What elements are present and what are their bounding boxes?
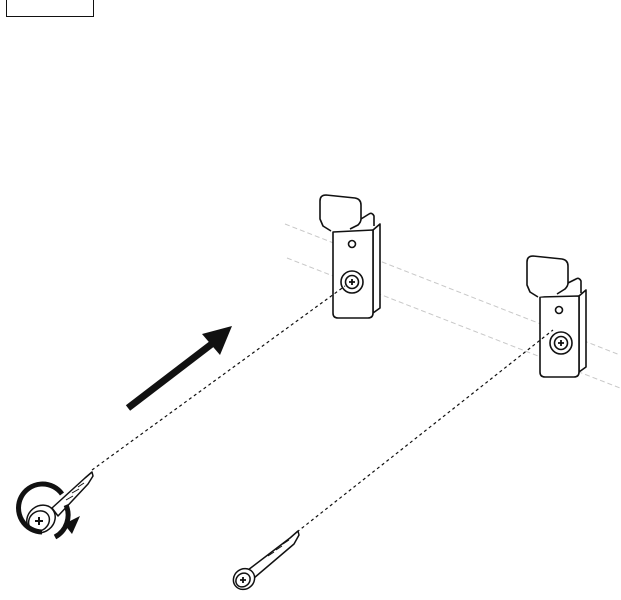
insertion-path-1 <box>91 285 346 471</box>
insertion-paths <box>91 285 554 533</box>
bracket-icon <box>319 194 381 319</box>
step-number-box <box>6 0 94 17</box>
insertion-path-2 <box>296 329 554 533</box>
screw-icon <box>232 530 300 591</box>
arrow-icon <box>125 326 232 411</box>
bracket-icon <box>526 255 587 378</box>
rotate-icon <box>16 481 80 540</box>
